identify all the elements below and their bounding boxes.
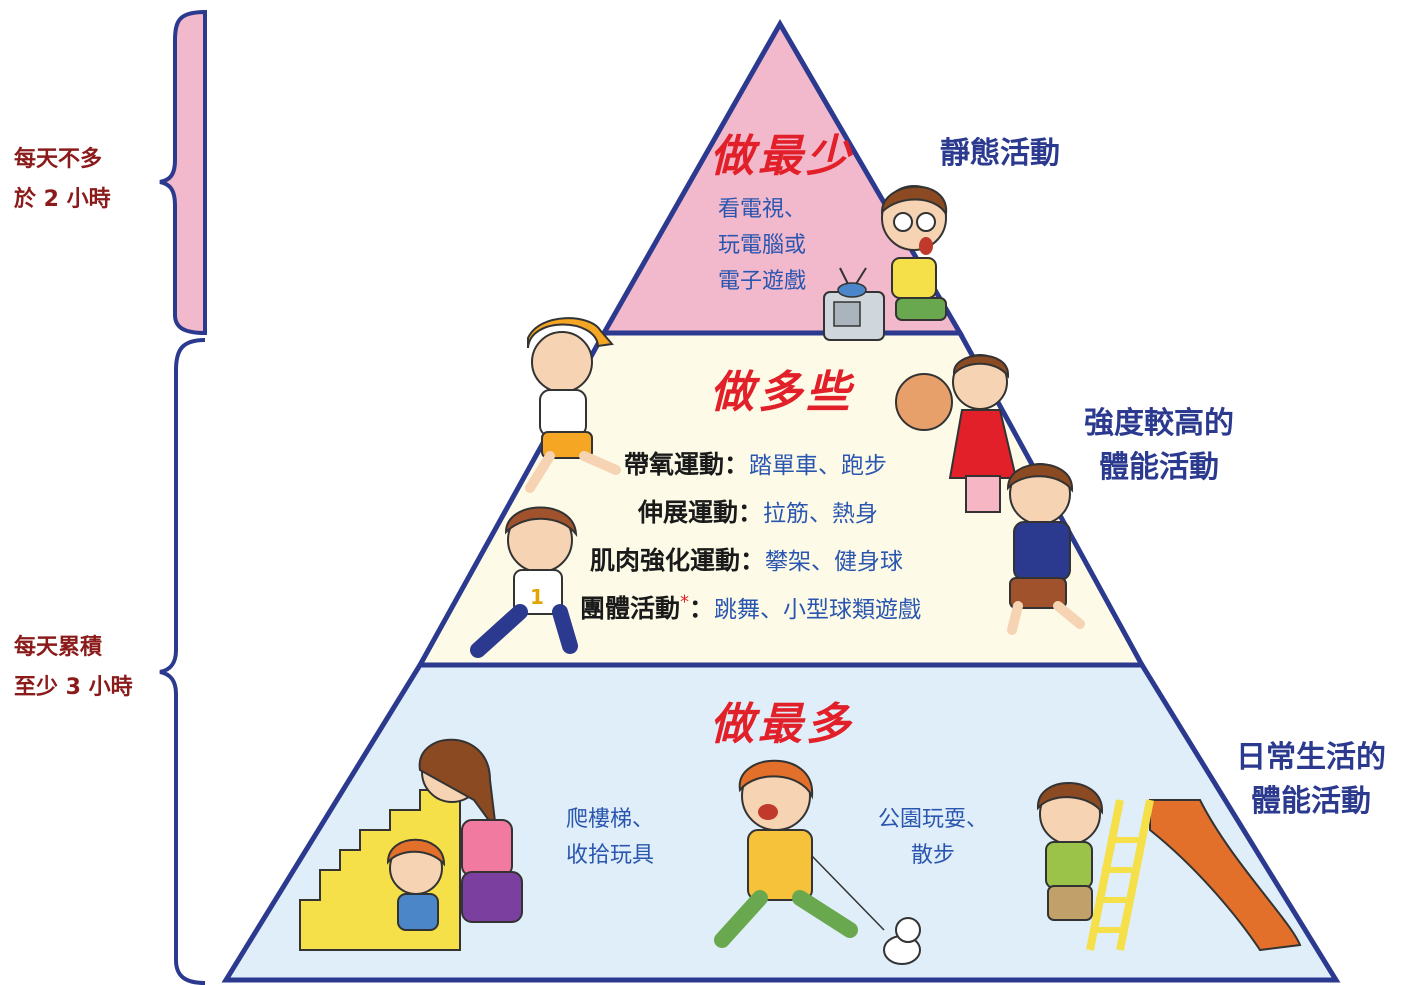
bottom-bracket-label-line1: 每天累積 [14,635,103,660]
top-bracket-label-line2: 於 2 小時 [14,187,111,212]
activity-name: 肌肉強化運動 [590,546,741,575]
activity-separator: ： [738,498,764,527]
activity-row: 團體活動*：跳舞、小型球類遊戲 [580,589,921,625]
top-bracket-label-line1: 每天不多 [14,147,103,172]
stairs-illustration [299,738,523,951]
kid-gaming-illustration [823,185,948,341]
bottom-tier-example-right-1: 公園玩耍、 [878,807,989,832]
activity-footnote-star: * [680,591,690,613]
activity-row: 肌肉強化運動：攀架、健身球 [590,541,903,577]
bottom-bracket-label-line2: 至少 3 小時 [14,675,133,700]
bottom-tier-example-left-2: 收拾玩具 [566,843,655,868]
activity-row: 帶氧運動：踏單車、跑步 [624,445,887,481]
activity-name: 帶氧運動 [624,450,725,479]
stretching-kid-illustration: 1 [470,506,578,658]
running-kid-illustration [525,317,621,493]
activity-separator: ： [740,546,766,575]
activity-items: 拉筋、熱身 [763,501,879,527]
bottom-tier-side-heading: 日常生活的 體能活動 [1236,736,1386,824]
top-bracket [159,9,207,336]
walking-boy-with-dog-illustration [714,759,921,965]
top-tier-example-2: 玩電腦或 [718,233,807,258]
bottom-tier-side-heading-line2: 體能活動 [1251,784,1371,819]
top-tier-example-1: 看電視、 [718,197,807,222]
top-bracket-label: 每天不多 於 2 小時 [14,140,111,220]
top-tier-example-3: 電子遊戲 [718,269,807,294]
boy-in-jacket-illustration [1006,463,1085,635]
top-tier-examples: 看電視、 玩電腦或 電子遊戲 [718,192,806,300]
activity-separator: ： [724,450,750,479]
activity-name: 團體活動 [580,594,681,623]
top-tier-side-heading-line1: 靜態活動 [940,136,1060,171]
bottom-tier-examples-right: 公園玩耍、 散步 [878,802,988,874]
tier-top [599,18,965,336]
middle-tier-title: 做多些 [710,367,854,418]
bottom-bracket [159,338,206,985]
middle-tier-side-heading-line2: 體能活動 [1099,450,1219,485]
activity-name: 伸展運動 [638,498,739,527]
top-tier-title: 做最少 [710,131,854,182]
svg-text:1: 1 [530,585,544,609]
bottom-tier-examples-left: 爬樓梯、 收拾玩具 [566,802,654,874]
activity-row: 伸展運動：拉筋、熱身 [638,493,878,529]
dancing-girl-illustration [895,354,1018,513]
slide-kid-illustration [1036,782,1302,952]
middle-tier-side-heading-line1: 強度較高的 [1084,406,1234,441]
activity-separator: ： [689,594,715,623]
bottom-tier-title: 做最多 [710,699,854,750]
top-tier-side-heading: 靜態活動 [940,132,1060,176]
middle-tier-side-heading: 強度較高的 體能活動 [1084,402,1234,490]
activity-items: 跳舞、小型球類遊戲 [714,597,922,623]
bottom-tier-example-right-2: 散步 [911,843,956,868]
bottom-bracket-label: 每天累積 至少 3 小時 [14,628,133,708]
activity-items: 踏單車、跑步 [749,453,888,479]
bottom-tier-side-heading-line1: 日常生活的 [1236,740,1386,775]
activity-items: 攀架、健身球 [765,549,904,575]
bottom-tier-example-left-1: 爬樓梯、 [566,807,655,832]
